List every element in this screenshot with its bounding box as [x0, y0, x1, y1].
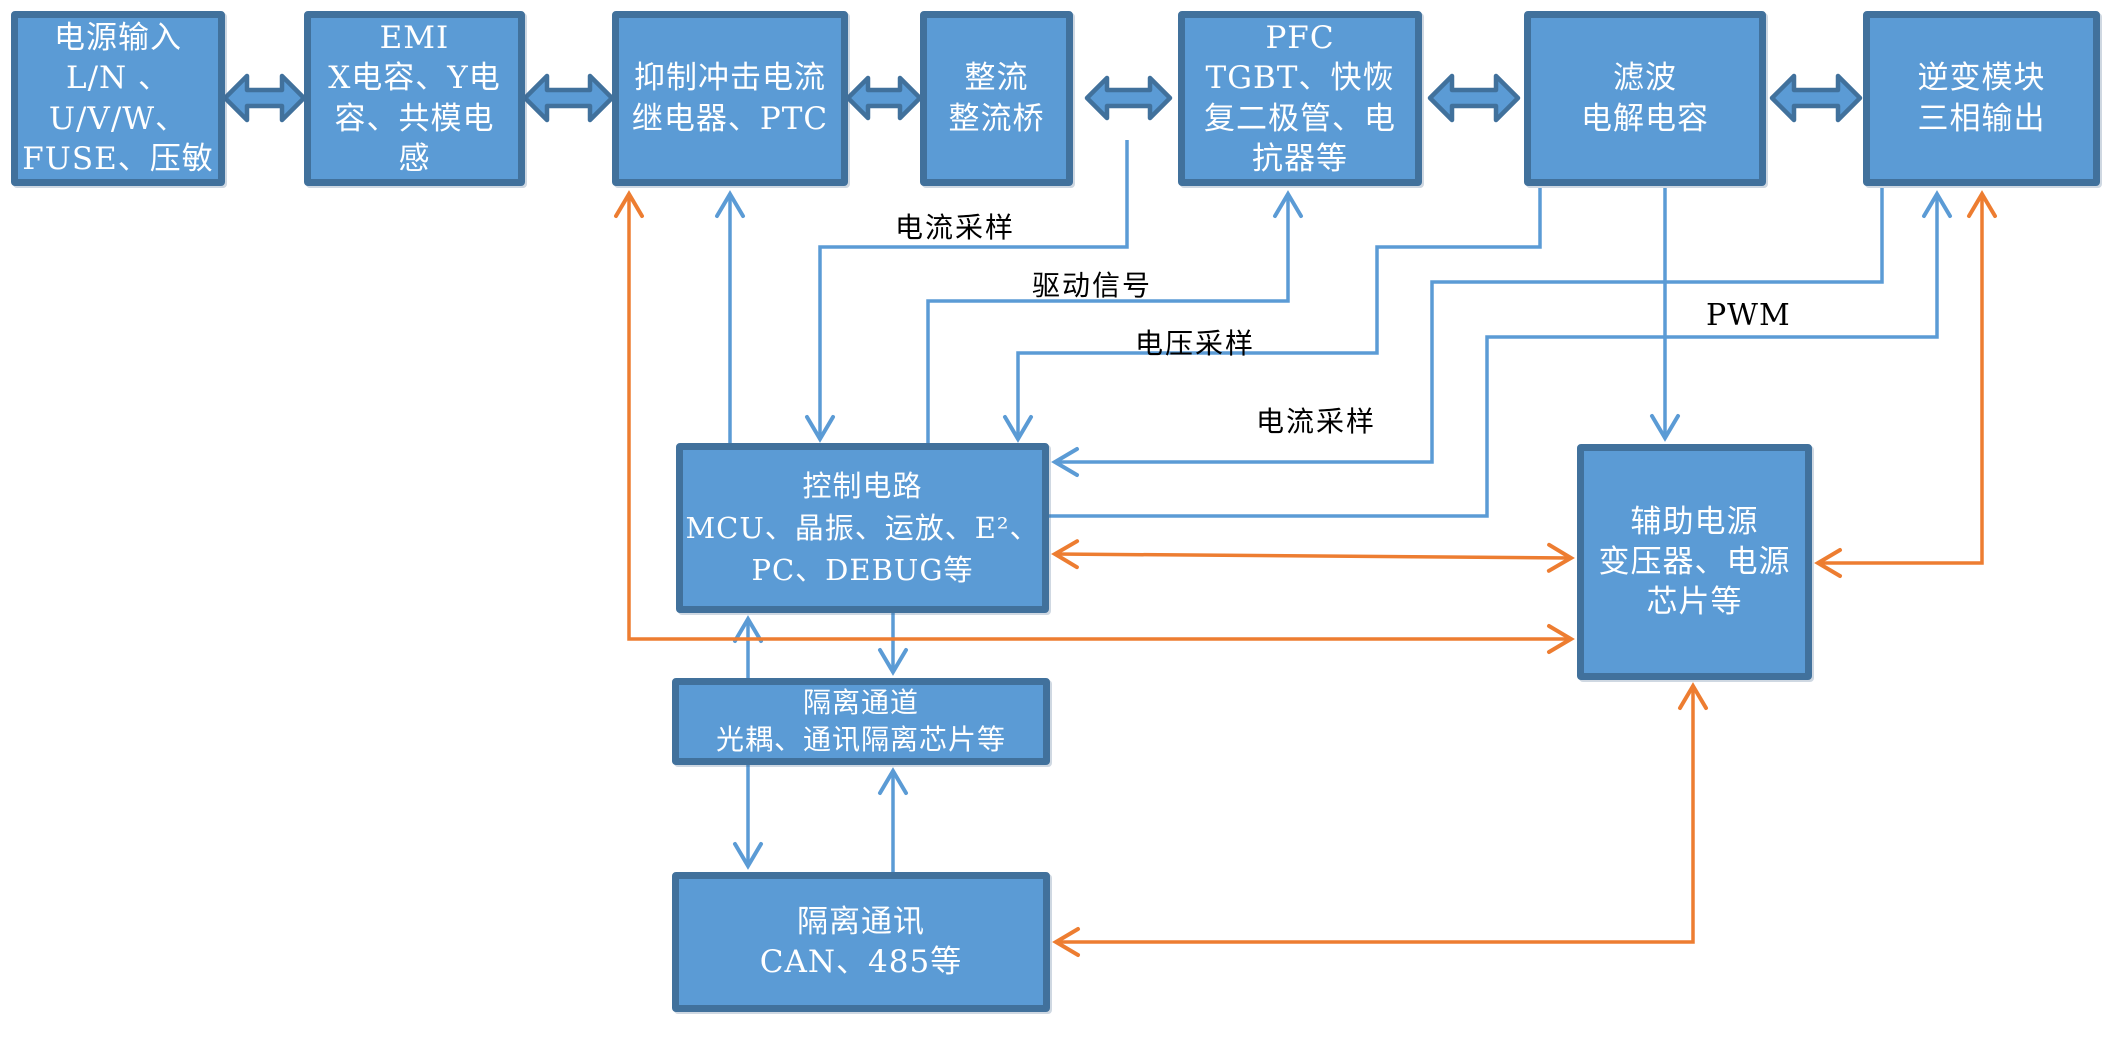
double-arrow-pfc-filter — [1427, 73, 1521, 123]
wire-inverter-to-aux-power — [1814, 190, 1997, 578]
double-arrow-icons — [222, 73, 1863, 123]
block-isolation-channel-label: 隔离通道 光耦、通讯隔离芯片等 — [715, 686, 1006, 756]
wire-aux-power-to-inrush — [614, 190, 1575, 654]
block-power-input: 电源输入 L/N 、 U/V/W、 FUSE、压敏 — [11, 11, 225, 186]
label-drive-signal: 驱动信号 — [1032, 269, 1153, 302]
block-emi-label: EMI X电容、Y电 容、共模电 感 — [328, 19, 501, 177]
label-current-sample-rectifier: 电流采样 — [895, 211, 1016, 244]
block-control-circuit-label: 控制电路 MCU、晶振、运放、E²、 PC、DEBUG等 — [685, 468, 1040, 588]
block-aux-power-label: 辅助电源 变压器、电源 芯片等 — [1598, 503, 1791, 621]
double-arrow-rectifier-pfc — [1084, 75, 1173, 121]
label-current-sample-inverter: 电流采样 — [1256, 405, 1377, 438]
block-emi: EMI X电容、Y电 容、共模电 感 — [304, 11, 525, 186]
block-filter: 滤波 电解电容 — [1524, 11, 1766, 186]
block-pfc-label: PFC TGBT、快恢 复二极管、电 抗器等 — [1204, 19, 1396, 177]
block-inrush-suppression-label: 抑制冲击电流 继电器、PTC — [631, 60, 829, 137]
label-voltage-sample: 电压采样 — [1135, 327, 1256, 360]
block-isolated-communication: 隔离通讯 CAN、485等 — [672, 872, 1050, 1012]
block-inverter-module: 逆变模块 三相输出 — [1863, 11, 2100, 186]
double-arrow-filter-inverter — [1769, 73, 1863, 123]
wire-aux-power-to-control — [1051, 539, 1575, 573]
block-filter-label: 滤波 电解电容 — [1581, 60, 1709, 137]
block-isolation-channel: 隔离通道 光耦、通讯隔离芯片等 — [672, 678, 1050, 765]
double-arrow-inrush-rectifier — [845, 75, 923, 121]
block-rectifier: 整流 整流桥 — [920, 11, 1073, 186]
block-inrush-suppression: 抑制冲击电流 继电器、PTC — [612, 11, 848, 186]
block-pfc: PFC TGBT、快恢 复二极管、电 抗器等 — [1178, 11, 1422, 186]
wire-aux-power-to-isocomm — [1052, 682, 1708, 957]
block-power-input-label: 电源输入 L/N 、 U/V/W、 FUSE、压敏 — [22, 19, 214, 177]
block-aux-power: 辅助电源 变压器、电源 芯片等 — [1577, 444, 1812, 680]
label-pwm: PWM — [1706, 298, 1791, 333]
block-rectifier-label: 整流 整流桥 — [948, 60, 1045, 137]
double-arrow-power-emi — [222, 73, 307, 123]
block-control-circuit: 控制电路 MCU、晶振、运放、E²、 PC、DEBUG等 — [676, 443, 1049, 613]
block-isolated-communication-label: 隔离通讯 CAN、485等 — [759, 903, 963, 980]
block-inverter-module-label: 逆变模块 三相输出 — [1917, 60, 2046, 137]
double-arrow-emi-inrush — [522, 73, 615, 123]
